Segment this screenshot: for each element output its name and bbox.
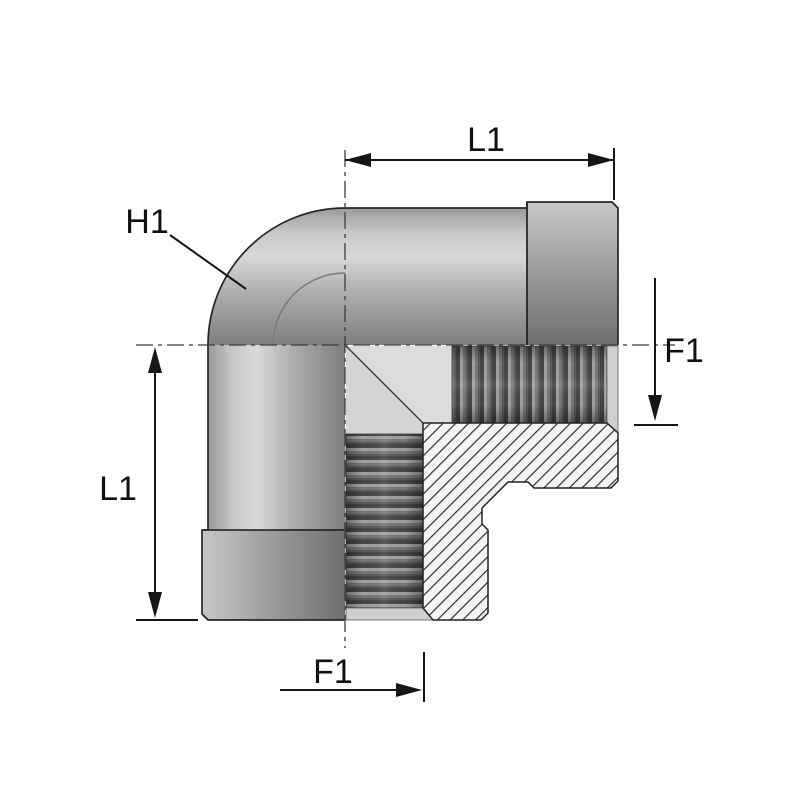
f1-right-arrow-down <box>648 395 662 421</box>
f1-bottom-label: F1 <box>313 653 353 691</box>
dimension-f1-right: F1 <box>634 278 704 426</box>
bottom-port-collar <box>202 530 345 620</box>
l1-left-label: L1 <box>99 470 137 508</box>
fitting-external-body <box>201 201 619 621</box>
right-port-collar <box>527 202 618 345</box>
section-hatch-region <box>422 422 619 621</box>
bottom-port-thread <box>345 433 424 609</box>
bend-throat-highlight-arc <box>272 272 346 346</box>
l1-top-label: L1 <box>467 121 505 159</box>
h1-leader-line <box>169 234 247 290</box>
f1-bottom-arrow-right <box>396 683 422 697</box>
external-silhouette-outline <box>201 201 619 621</box>
corner-chamfer-edge <box>345 345 424 424</box>
centerlines <box>136 150 675 648</box>
dimension-l1-left: L1 <box>99 347 198 621</box>
bottom-port-mouth-chamfer <box>345 607 434 621</box>
bottom-port-body <box>208 345 345 530</box>
corner-chamfer-cone-right <box>346 346 452 423</box>
leader-h1: H1 <box>125 203 247 290</box>
dimensions: L1 H1 F1 L1 F1 <box>99 121 704 702</box>
fitting-section <box>345 345 619 621</box>
corner-chamfer-cone-bottom <box>346 346 423 434</box>
l1-top-arrow-left <box>345 153 371 167</box>
dimension-f1-bottom: F1 <box>280 652 425 702</box>
l1-left-arrow-up <box>148 347 162 373</box>
right-port-mouth-chamfer <box>606 345 619 434</box>
right-port-thread <box>451 345 608 424</box>
f1-right-label: F1 <box>664 332 704 370</box>
elbow-bend-body <box>208 208 527 345</box>
h1-label: H1 <box>125 203 168 241</box>
l1-top-arrow-right <box>588 153 614 167</box>
dimension-l1-top: L1 <box>345 121 615 200</box>
l1-left-arrow-down <box>148 592 162 618</box>
